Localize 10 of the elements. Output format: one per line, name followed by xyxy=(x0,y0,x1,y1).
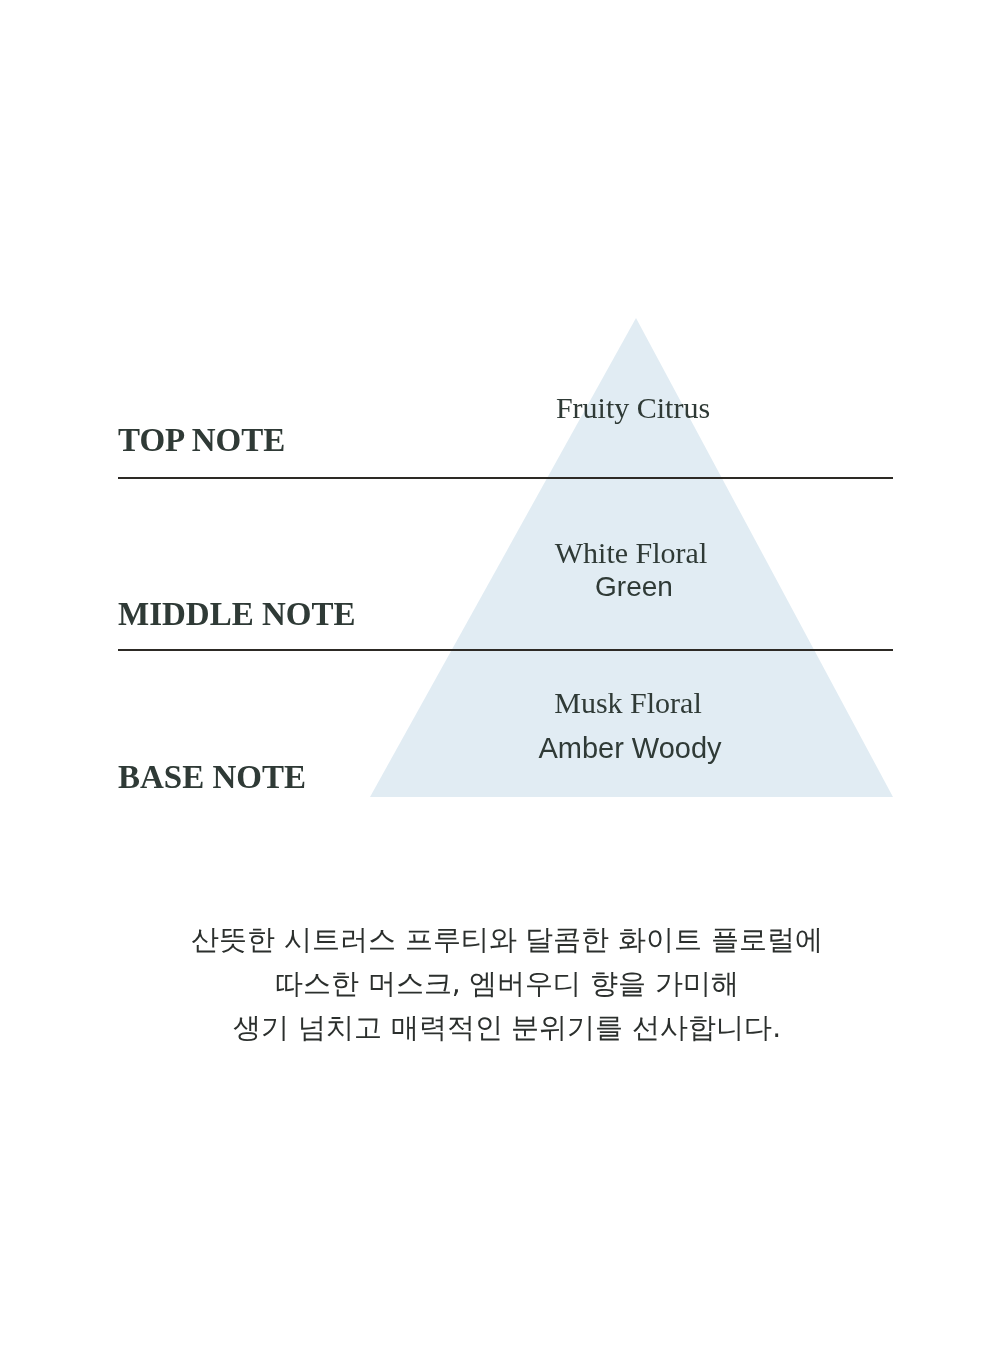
tier-label: BASE NOTE xyxy=(118,759,306,797)
note-text: White Floral xyxy=(554,535,708,571)
description-text: 산뜻한 시트러스 프루티와 달콤한 화이트 플로럴에 따스한 머스크, 엠버우디 향을 가미해 생기 넘치고 매력적인 분위기를 선사합니다. xyxy=(190,922,824,1046)
note-text: Green xyxy=(595,570,673,604)
tier-label: MIDDLE NOTE xyxy=(118,596,356,634)
note-text: Amber Woody xyxy=(538,732,722,766)
note-text: Fruity Citrus xyxy=(555,390,711,426)
pyramid-triangle xyxy=(370,318,893,797)
note-text: Musk Floral xyxy=(554,685,702,721)
tier-label: TOP NOTE xyxy=(118,422,286,460)
